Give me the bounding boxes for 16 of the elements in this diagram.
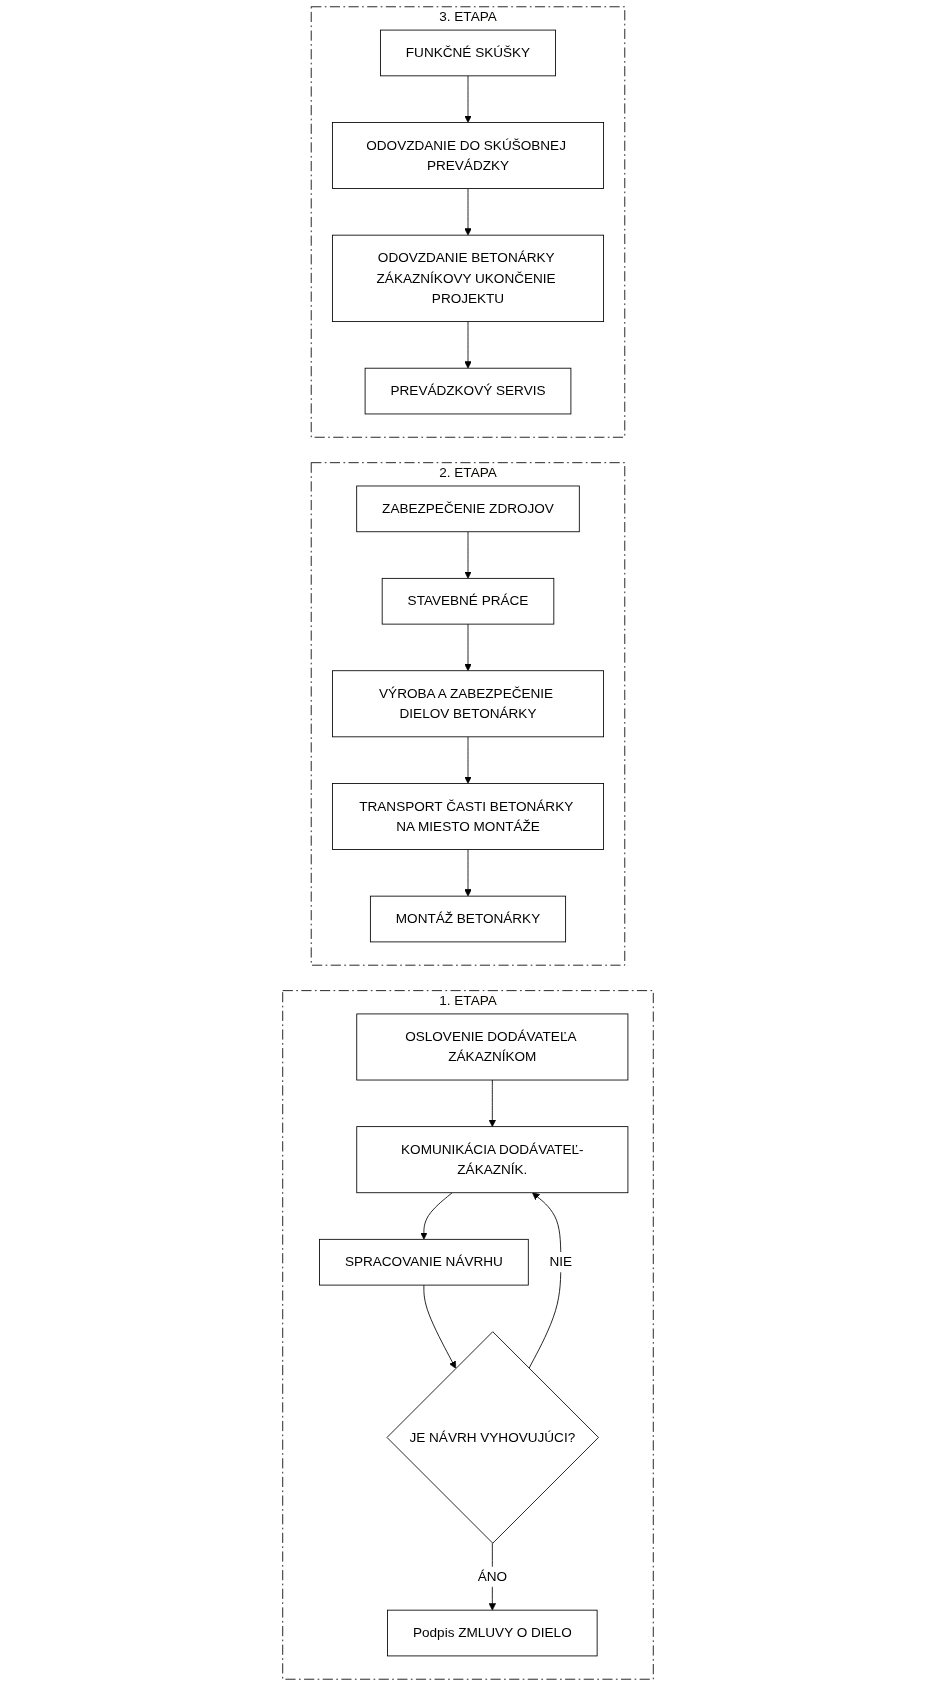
edge-label: ÁNO [477, 1569, 508, 1584]
node-diamond: JE NÁVRH VYHOVUJÚCI? [386, 1331, 599, 1544]
node-box: SPRACOVANIE NÁVRHU [319, 1238, 529, 1286]
node-box: OSLOVENIE DODÁVATEĽA ZÁKAZNÍKOM [356, 1013, 629, 1081]
node-box: FUNKČNÉ SKÚŠKY [380, 29, 556, 77]
node-box: STAVEBNÉ PRÁCE [381, 577, 555, 625]
node-box: TRANSPORT ČASTI BETONÁRKY NA MIESTO MONTÁŽE [332, 783, 604, 850]
node-box: ODOVZDANIE BETONÁRKY ZÁKAZNÍKOVY UKONČENIE PROJEKTU [332, 234, 604, 322]
node-box: KOMUNIKÁCIA DODÁVATEĽ-ZÁKAZNÍK. [356, 1126, 629, 1194]
node-box: VÝROBA A ZABEZPEČENIE DIELOV BETONÁRKY [332, 670, 604, 738]
node-box: ODOVZDANIE DO SKÚŠOBNEJ PREVÁDZKY [332, 122, 604, 189]
node-box: Podpis ZMLUVY O DIELO [387, 1609, 598, 1657]
node-box: MONTÁŽ BETONÁRKY [369, 895, 567, 943]
node-box: PREVÁDZKOVÝ SERVIS [364, 367, 572, 415]
edge-label: NIE [549, 1254, 573, 1269]
node-box: ZABEZPEČENIE ZDROJOV [356, 485, 580, 533]
